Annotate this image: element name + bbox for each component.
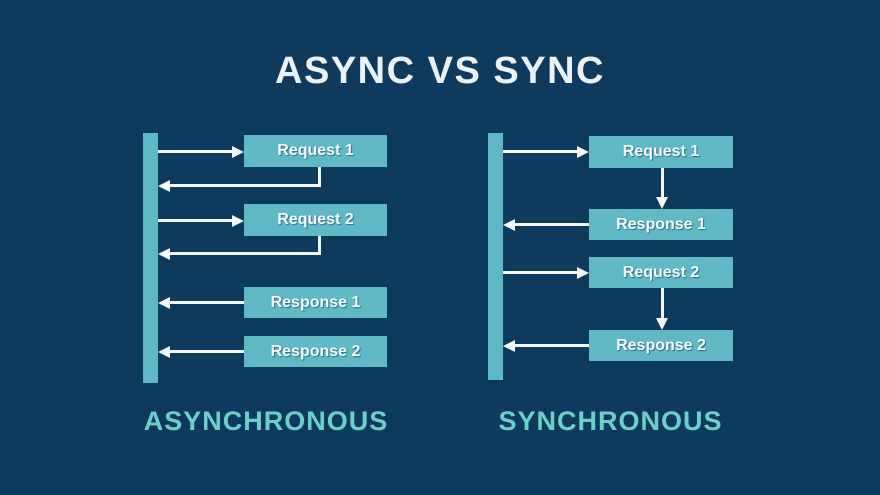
sync-box-request-2: Request 2: [589, 257, 733, 288]
sync-box-response-2: Response 2: [589, 330, 733, 361]
page-title: ASYNC VS SYNC: [275, 50, 605, 92]
async-box-request-2: Request 2: [244, 204, 387, 236]
sync-box-request-1: Request 1: [589, 136, 733, 168]
async-box-response-1-label: Response 1: [270, 293, 361, 311]
async-box-request-2-label: Request 2: [277, 211, 354, 228]
async-box-response-1: Response 1: [244, 287, 387, 318]
async-caption: ASYNCHRONOUS: [143, 406, 389, 436]
sync-caption: SYNCHRONOUS: [498, 406, 723, 436]
async-box-response-2-label: Response 2: [270, 342, 361, 360]
async-box-response-2: Response 2: [244, 336, 387, 367]
sync-box-response-1: Response 1: [589, 209, 733, 240]
async-client-timeline-bar: [143, 133, 158, 383]
sync-client-timeline-bar: [488, 133, 503, 380]
sync-box-response-2-label: Response 2: [616, 336, 706, 354]
sync-box-request-2-label: Request 2: [622, 263, 700, 281]
async-box-request-1-label: Request 1: [277, 142, 354, 159]
async-box-request-1: Request 1: [244, 135, 387, 167]
sync-box-request-1-label: Request 1: [622, 143, 700, 160]
sync-box-response-1-label: Response 1: [616, 215, 706, 233]
